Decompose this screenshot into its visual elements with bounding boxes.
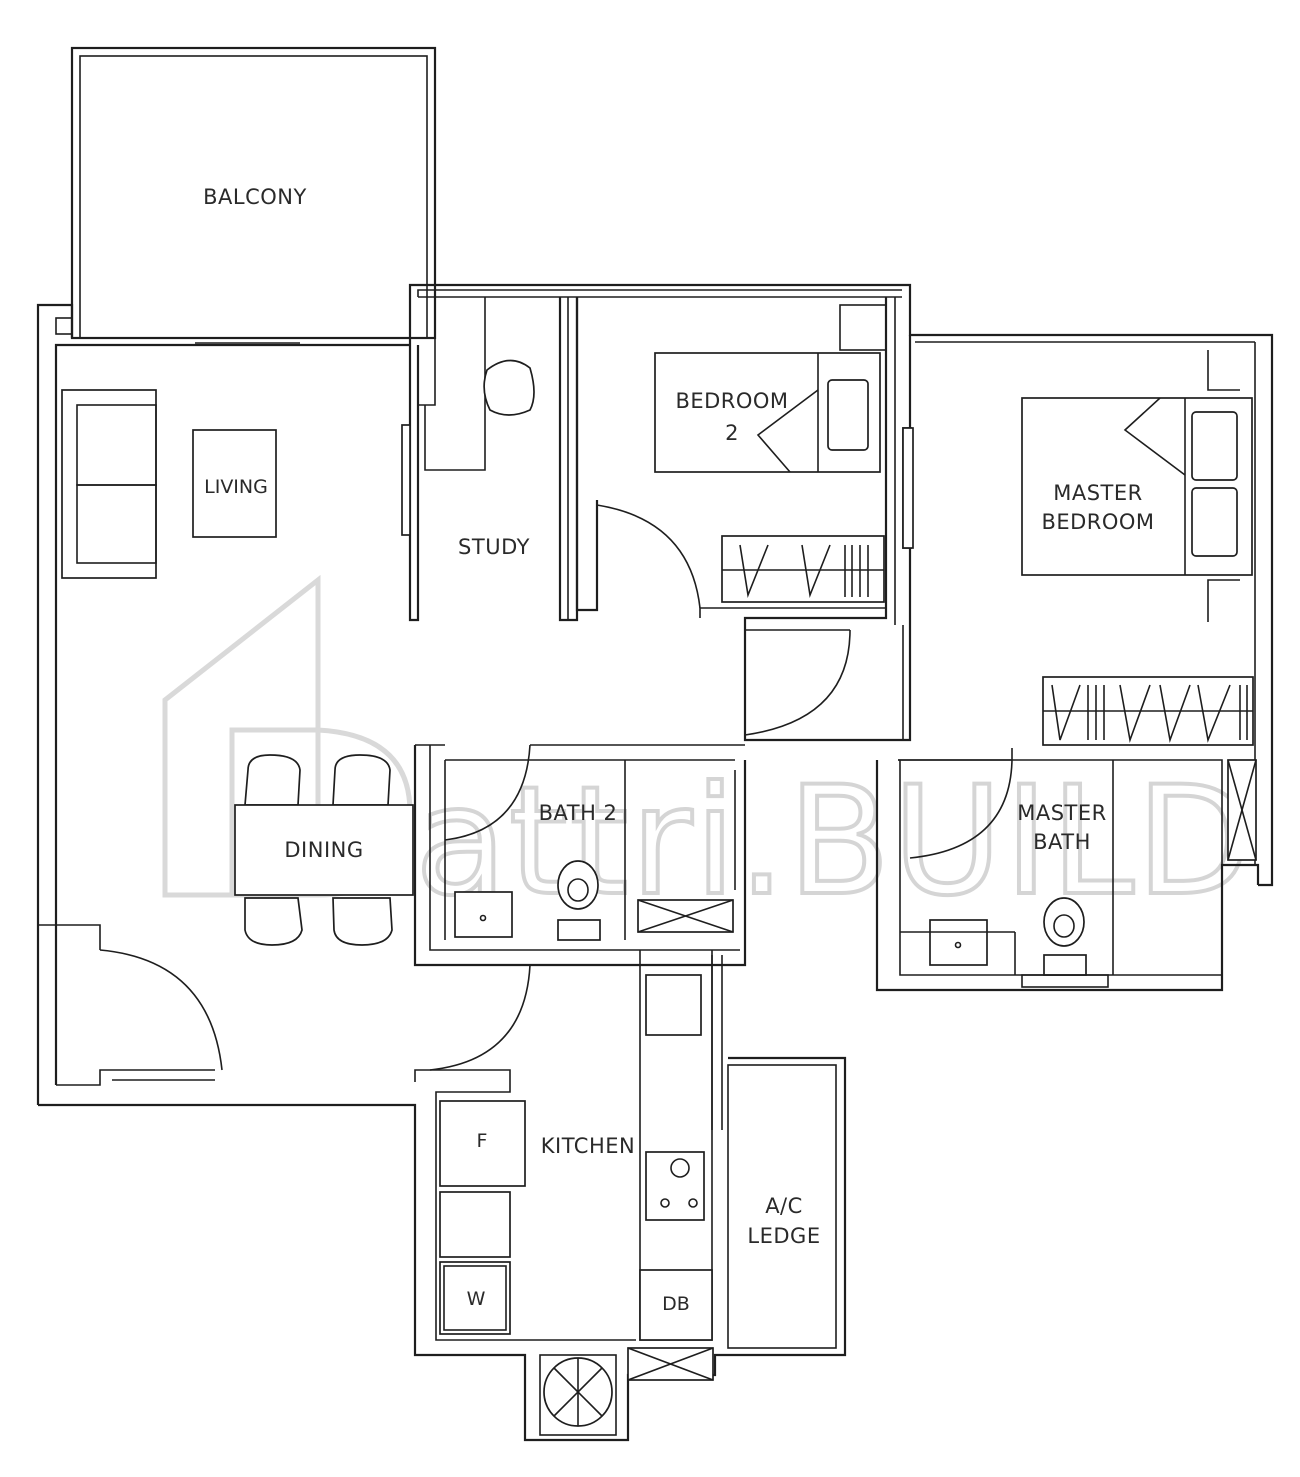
- master-bedroom: [743, 335, 1257, 861]
- label-dining: DINING: [284, 838, 363, 862]
- study-chair: [483, 359, 535, 416]
- toilet-bath-2: [557, 860, 599, 910]
- label-distribution-board: DB: [662, 1293, 690, 1315]
- study-room: [401, 297, 579, 622]
- fridge: [439, 1100, 526, 1187]
- label-master-bedroom-line2: BEDROOM: [1041, 510, 1154, 534]
- label-master-bath-line1: MASTER: [1017, 801, 1107, 825]
- label-ac-ledge-line1: A/C: [765, 1194, 803, 1218]
- dining-chair-2: [332, 754, 391, 806]
- label-bedroom-2-line2: 2: [725, 421, 739, 445]
- washer: [439, 1261, 511, 1335]
- label-master-bedroom-line1: MASTER: [1053, 481, 1143, 505]
- toilet-master-bath: [1043, 897, 1085, 947]
- dining-table: [234, 804, 414, 896]
- label-bath-2: BATH 2: [539, 801, 618, 825]
- label-living: LIVING: [204, 476, 268, 498]
- label-washer: W: [467, 1288, 486, 1310]
- label-balcony: BALCONY: [203, 185, 307, 209]
- ac-ledge: [727, 1064, 837, 1349]
- label-ac-ledge-line2: LEDGE: [747, 1224, 820, 1248]
- dining-area: [234, 754, 414, 946]
- living-area: [61, 389, 277, 579]
- label-master-bath-line2: BATH: [1033, 830, 1091, 854]
- door-swing-master-bedroom: [744, 629, 851, 736]
- master-bath: [898, 748, 1223, 988]
- kitchen-sink: [645, 974, 702, 1036]
- dining-chair-3: [244, 897, 303, 946]
- door-swing-bedroom-2: [596, 500, 701, 609]
- dining-chair-4: [332, 897, 393, 946]
- dining-chair-1: [244, 754, 301, 806]
- label-fridge: F: [477, 1130, 488, 1152]
- door-swing-bath-2: [444, 744, 531, 841]
- basin-bath-2: [454, 891, 513, 938]
- watermark-text: attri.BUILD: [415, 755, 1254, 929]
- outer-walls: [36, 283, 1274, 1442]
- label-study: STUDY: [458, 535, 530, 559]
- coffee-table: [192, 429, 277, 538]
- bedroom-2: [575, 297, 912, 630]
- cooker-hob: [645, 1151, 705, 1221]
- distribution-board: [639, 1269, 713, 1341]
- balcony-area: [70, 46, 437, 344]
- label-bedroom-2-line1: BEDROOM: [675, 389, 788, 413]
- sofa: [61, 389, 157, 579]
- bath-2: [413, 744, 747, 967]
- door-swing-kitchen: [429, 964, 531, 1071]
- label-kitchen: KITCHEN: [541, 1134, 636, 1158]
- door-swing-entry: [99, 949, 223, 1071]
- door-swing-master-bath: [909, 759, 1013, 859]
- kitchen-area: [439, 950, 723, 1436]
